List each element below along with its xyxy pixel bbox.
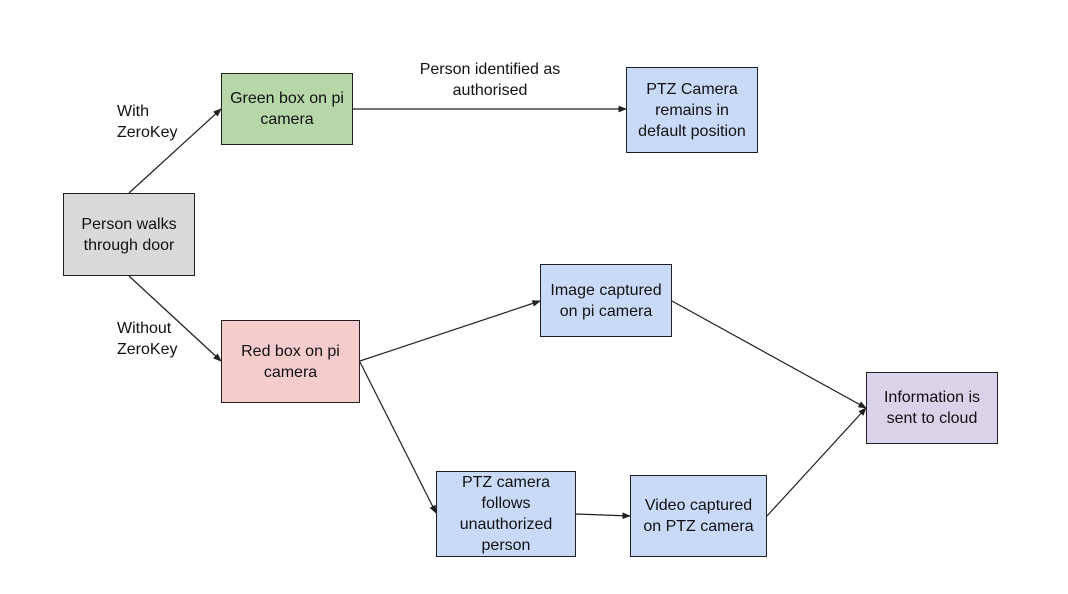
arrow-video-captured-to-cloud xyxy=(766,407,867,517)
node-green-box: Green box on pi camera xyxy=(221,73,353,145)
node-cloud: Information is sent to cloud xyxy=(866,372,998,444)
arrow-ptz-follows-to-video-captured xyxy=(575,512,631,520)
node-ptz-default-label: PTZ Camera remains in default position xyxy=(638,80,746,140)
node-person-walks-label: Person walks through door xyxy=(81,215,177,254)
node-red-box: Red box on pi camera xyxy=(221,320,360,403)
node-image-captured-label: Image captured on pi camera xyxy=(550,281,662,320)
node-ptz-follows-label: PTZ camera follows unauthorized person xyxy=(459,474,553,554)
arrow-red-box-to-image-captured xyxy=(359,300,541,362)
arrow-start-to-red-box xyxy=(128,275,222,362)
node-red-box-label: Red box on pi camera xyxy=(241,342,340,381)
node-person-walks: Person walks through door xyxy=(63,193,195,276)
edge-label-with-zerokey: With ZeroKey xyxy=(117,101,177,143)
node-video-captured-label: Video captured on PTZ camera xyxy=(643,497,754,535)
arrow-red-box-to-ptz-follows xyxy=(359,361,437,514)
node-video-captured: Video captured on PTZ camera xyxy=(630,475,767,557)
edge-label-without-zerokey-line2: ZeroKey xyxy=(117,341,178,358)
node-cloud-label: Information is sent to cloud xyxy=(883,389,981,427)
edge-label-without-zerokey-line1: Without xyxy=(117,320,172,337)
node-image-captured: Image captured on pi camera xyxy=(540,264,672,337)
edge-label-identified: Person identified as authorised xyxy=(400,59,580,101)
edge-label-identified-line1: Person identified as xyxy=(419,61,561,78)
edge-label-with-zerokey-line2: ZeroKey xyxy=(117,124,178,141)
node-ptz-follows: PTZ camera follows unauthorized person xyxy=(436,471,576,557)
arrow-start-to-green-box xyxy=(128,108,222,194)
arrow-image-captured-to-cloud xyxy=(671,300,867,409)
node-ptz-default: PTZ Camera remains in default position xyxy=(626,67,758,153)
node-green-box-label: Green box on pi camera xyxy=(230,90,344,128)
edge-label-without-zerokey: Without ZeroKey xyxy=(117,318,177,360)
edge-label-with-zerokey-line1: With xyxy=(117,103,149,120)
edge-label-identified-line2: authorised xyxy=(452,82,528,99)
